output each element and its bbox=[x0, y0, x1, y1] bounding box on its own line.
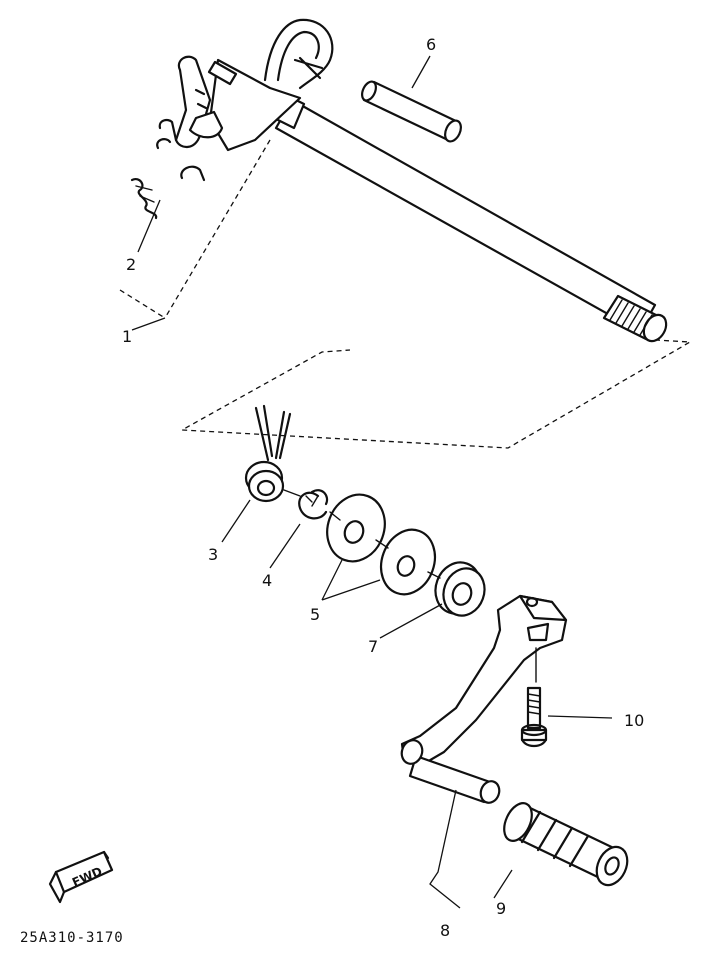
callout-9: 9 bbox=[496, 899, 506, 918]
forward-direction-mark: FWD bbox=[48, 850, 114, 904]
bolt bbox=[520, 686, 548, 748]
oil-seal bbox=[434, 561, 486, 617]
callout-2: 2 bbox=[126, 255, 136, 274]
shift-shaft bbox=[156, 18, 668, 343]
callout-5: 5 bbox=[310, 605, 320, 624]
pin bbox=[361, 80, 462, 143]
spring-clip bbox=[130, 178, 158, 220]
washers bbox=[326, 493, 437, 596]
drawing-code: 25A310-3170 bbox=[20, 930, 124, 946]
callout-1: 1 bbox=[122, 327, 132, 346]
shift-pedal bbox=[400, 594, 568, 804]
callout-10: 10 bbox=[624, 711, 644, 730]
callout-3: 3 bbox=[208, 545, 218, 564]
callout-8: 8 bbox=[440, 921, 450, 940]
circlip bbox=[298, 489, 329, 520]
callout-7: 7 bbox=[368, 637, 378, 656]
pedal-rubber bbox=[503, 802, 629, 887]
callout-4: 4 bbox=[262, 571, 272, 590]
callout-6: 6 bbox=[426, 35, 436, 54]
return-spring bbox=[244, 404, 292, 503]
